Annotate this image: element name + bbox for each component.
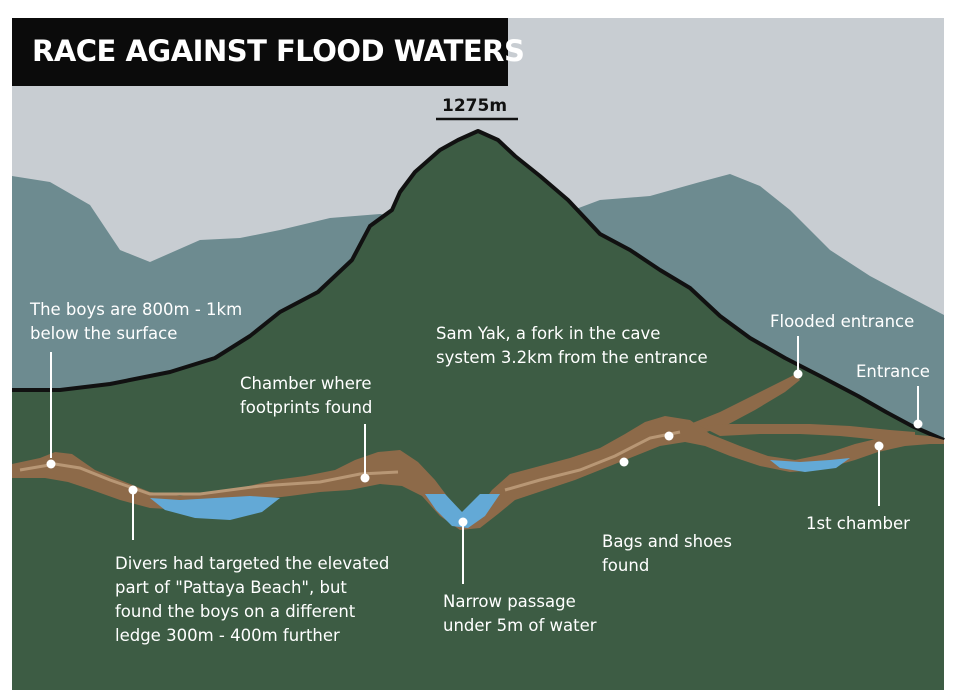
main-mountain bbox=[12, 131, 944, 690]
label-bags-shoes: Bags and shoes found bbox=[602, 532, 732, 575]
dot-first-chamber bbox=[874, 441, 884, 451]
label-narrow-passage: Narrow passage under 5m of water bbox=[443, 592, 597, 635]
label-divers: Divers had targeted the elevated part of… bbox=[115, 554, 390, 645]
water-pool-first-chamber bbox=[770, 458, 850, 472]
water-pool-narrow-passage bbox=[425, 494, 500, 528]
sediment-streak-right bbox=[504, 430, 681, 492]
label-entrance: Entrance bbox=[856, 362, 930, 381]
label-first-chamber: 1st chamber bbox=[806, 514, 910, 533]
sediment-streak bbox=[19, 462, 399, 496]
dot-boys bbox=[46, 459, 56, 469]
water-pool-pattaya bbox=[150, 496, 280, 520]
dot-flooded bbox=[793, 369, 803, 379]
label-sam-yak: Sam Yak, a fork in the cave system 3.2km… bbox=[436, 324, 708, 367]
label-flooded-entrance: Flooded entrance bbox=[770, 312, 915, 331]
leader-lines bbox=[50, 336, 919, 584]
dot-sam-yak bbox=[664, 431, 674, 441]
title-banner: RACE AGAINST FLOOD WATERS bbox=[12, 18, 525, 86]
mountain-outline bbox=[12, 129, 945, 442]
label-boys-depth: The boys are 800m - 1km below the surfac… bbox=[30, 300, 243, 343]
page-title: RACE AGAINST FLOOD WATERS bbox=[32, 34, 525, 68]
dot-bags bbox=[619, 457, 629, 467]
marker-dots bbox=[46, 369, 923, 527]
peak-height-label: 1275m bbox=[442, 96, 508, 116]
upper-passage bbox=[700, 424, 915, 440]
dot-narrow bbox=[458, 517, 468, 527]
dot-entrance bbox=[913, 419, 923, 429]
dot-divers bbox=[128, 485, 138, 495]
dot-footprints bbox=[360, 473, 370, 483]
label-chamber-footprints: Chamber where footprints found bbox=[240, 374, 373, 417]
flooded-entrance-passage bbox=[690, 374, 800, 434]
